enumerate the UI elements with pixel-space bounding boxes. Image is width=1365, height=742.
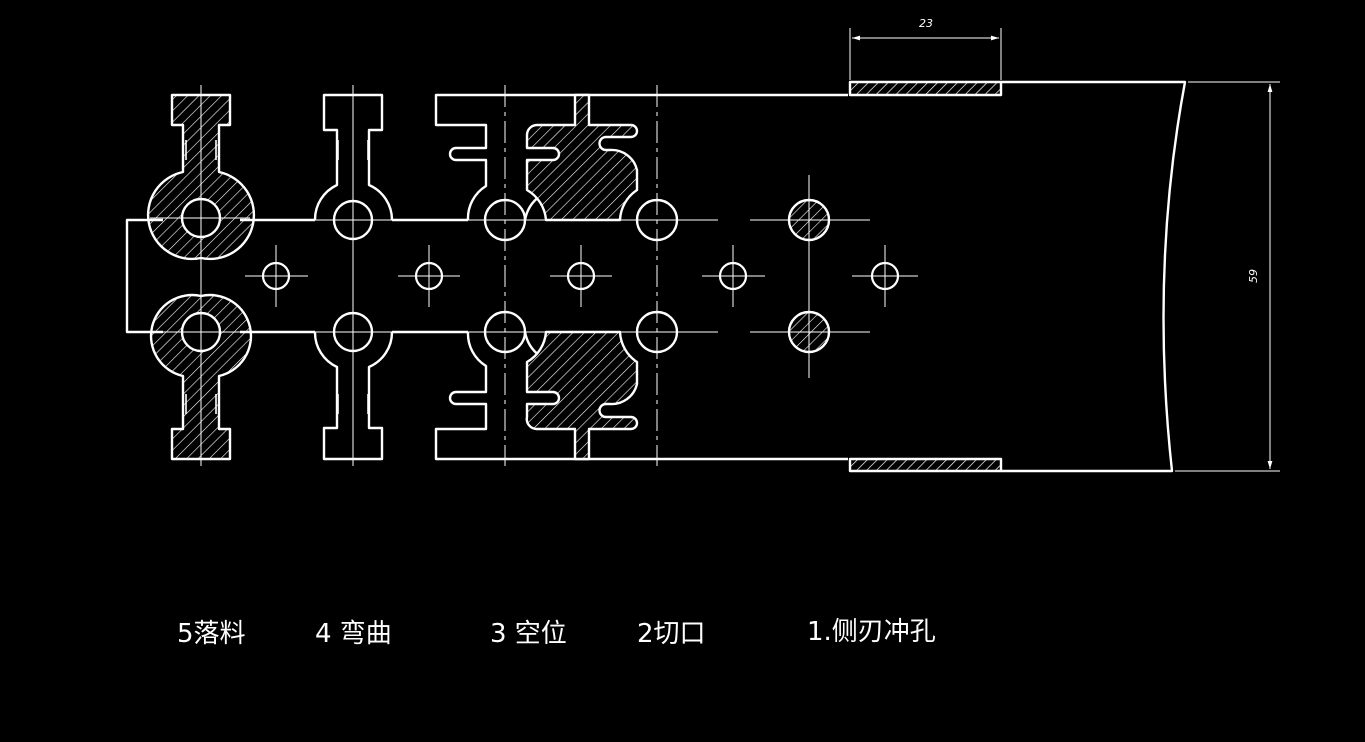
side-scrap-lower [848, 457, 1003, 473]
center-lines [150, 85, 918, 466]
station-3-label: 3 空位 [490, 619, 567, 649]
station-4-label: 4 弯曲 [315, 619, 392, 649]
dimension-59-text: 59 [1247, 269, 1260, 283]
station-2-label: 2切口 [637, 619, 706, 649]
dimension-59 [1175, 81, 1280, 472]
notch-scrap-lower [525, 330, 639, 461]
notch-scrap-upper [525, 93, 639, 222]
station-1-label: 1.侧刃冲孔 [807, 617, 936, 647]
side-scrap-upper [848, 80, 1003, 97]
strip-feed-edge [1001, 80, 1187, 473]
strip-upper-edge [434, 93, 848, 221]
dimension-23-text: 23 [919, 17, 933, 30]
dimension-23 [849, 28, 1002, 80]
station-5-label: 5落料 [177, 619, 246, 649]
strip-lower-edge [434, 331, 848, 461]
strip-outline [434, 93, 848, 461]
station-2-notch [525, 93, 639, 461]
